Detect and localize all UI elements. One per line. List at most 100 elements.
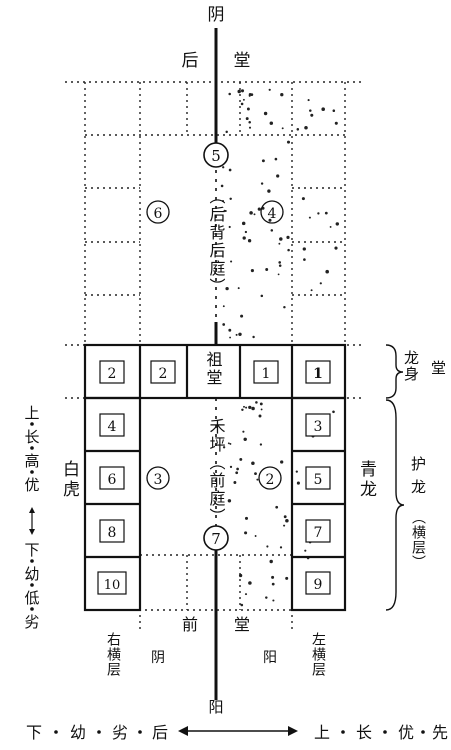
speckle-dot	[225, 286, 229, 291]
speckle-dot	[308, 216, 311, 219]
speckle-dot	[227, 499, 232, 503]
speckle-dot	[280, 460, 284, 464]
dragon-body-label: 龙身	[402, 350, 420, 382]
speckle-dot	[251, 406, 255, 411]
speckle-dot	[309, 109, 312, 112]
speckle-dot	[248, 121, 251, 124]
node-front: 7	[203, 525, 229, 551]
speckle-dot	[229, 197, 232, 201]
speckle-dot	[246, 107, 250, 111]
rank-bottom-right-char: 上	[314, 723, 330, 742]
speckle-dot	[245, 406, 248, 409]
speckle-dot	[222, 446, 226, 449]
speckle-dot	[255, 401, 258, 404]
speckle-dot	[248, 405, 252, 410]
speckle-dot	[270, 229, 274, 232]
speckle-dot	[301, 197, 305, 201]
svg-text:6: 6	[108, 472, 117, 488]
rank-horizontal-arrow-right	[288, 726, 298, 736]
speckle-dot	[225, 130, 228, 134]
speckle-dot	[254, 535, 257, 537]
speckle-dot	[271, 575, 275, 579]
speckle-dot	[241, 221, 246, 226]
speckle-dot	[240, 102, 244, 106]
svg-text:4: 4	[268, 206, 277, 222]
zone-upper-right: 4	[260, 200, 284, 224]
separator-dot	[30, 446, 34, 450]
speckle-dot	[240, 603, 244, 607]
back-court-label: （后背后庭）	[207, 188, 226, 296]
speckle-dot	[287, 248, 290, 252]
svg-text:10: 10	[104, 578, 121, 593]
speckle-dot	[319, 282, 322, 285]
horizontal-rows-label: （横层）	[410, 510, 426, 570]
rank-bottom-right-char: 先	[432, 723, 448, 742]
speckle-dot	[222, 305, 225, 308]
protective-dragon-label: 护龙	[409, 456, 427, 502]
rank-vertical-char: 劣	[24, 613, 39, 631]
speckle-dot	[332, 410, 335, 414]
back-hall-char-2: 堂	[234, 51, 251, 71]
speckle-dot	[222, 166, 225, 169]
svg-text:2: 2	[108, 366, 117, 382]
separator-dot	[54, 730, 58, 734]
separator-dot	[421, 730, 425, 734]
rank-bottom-right-char: 优	[398, 723, 414, 742]
axis-top-label: 阴	[208, 5, 225, 25]
dragon-body-row	[83, 343, 347, 400]
speckle-dot	[245, 117, 249, 121]
front-court-label: 禾坪（前庭）	[207, 418, 226, 526]
speckle-dot	[324, 211, 328, 215]
speckle-dot	[260, 408, 263, 411]
speckle-dot	[334, 246, 338, 250]
separator-dot	[30, 607, 34, 611]
rank-vertical-char: 上	[24, 404, 39, 422]
speckle-dot	[265, 596, 268, 599]
speckle-dot	[334, 121, 338, 125]
zone-upper-left: 6	[146, 200, 170, 224]
separator-dot	[341, 730, 345, 734]
speckle-dot	[240, 314, 244, 318]
speckle-dot	[321, 107, 325, 111]
speckle-dot	[240, 89, 245, 93]
speckle-dot	[222, 323, 226, 326]
speckle-dot	[228, 168, 232, 172]
speckle-dot	[241, 408, 244, 412]
speckle-dot	[238, 573, 243, 578]
speckle-dot	[259, 443, 263, 446]
rank-bottom-left-char: 下	[26, 723, 42, 742]
speckle-dot	[281, 127, 284, 130]
speckle-dot	[229, 442, 232, 445]
speckle-dot	[242, 430, 245, 433]
separator-dot	[30, 422, 34, 426]
speckle-dot	[242, 236, 246, 240]
speckle-dot	[252, 335, 255, 339]
speckle-dot	[269, 559, 273, 564]
separator-dot	[30, 470, 34, 474]
speckle-dot	[303, 258, 306, 261]
speckle-dot	[274, 157, 278, 161]
speckle-dot	[236, 467, 239, 471]
right-room-3: 7	[305, 519, 331, 543]
speckle-dot	[285, 576, 289, 580]
separator-dot	[383, 730, 387, 734]
left-side-column	[83, 396, 142, 612]
speckle-dot	[277, 273, 280, 276]
svg-text:9: 9	[314, 577, 323, 593]
speckle-dot	[239, 457, 243, 461]
speckle-dot	[244, 531, 248, 535]
left-room-2: 6	[99, 466, 125, 490]
speckle-dot	[302, 247, 306, 251]
speckle-dot	[269, 121, 274, 125]
speckle-dot	[310, 113, 314, 117]
speckle-dot	[276, 174, 280, 178]
speckle-dot	[304, 125, 308, 130]
right-room-1: 3	[305, 413, 331, 437]
speckle-dot	[280, 93, 284, 97]
speckle-dot	[283, 524, 286, 527]
zone-lower-left: 3	[146, 466, 170, 490]
right-room-4: 9	[305, 571, 331, 595]
speckle-dot	[271, 582, 275, 586]
speckle-dot	[237, 89, 241, 94]
